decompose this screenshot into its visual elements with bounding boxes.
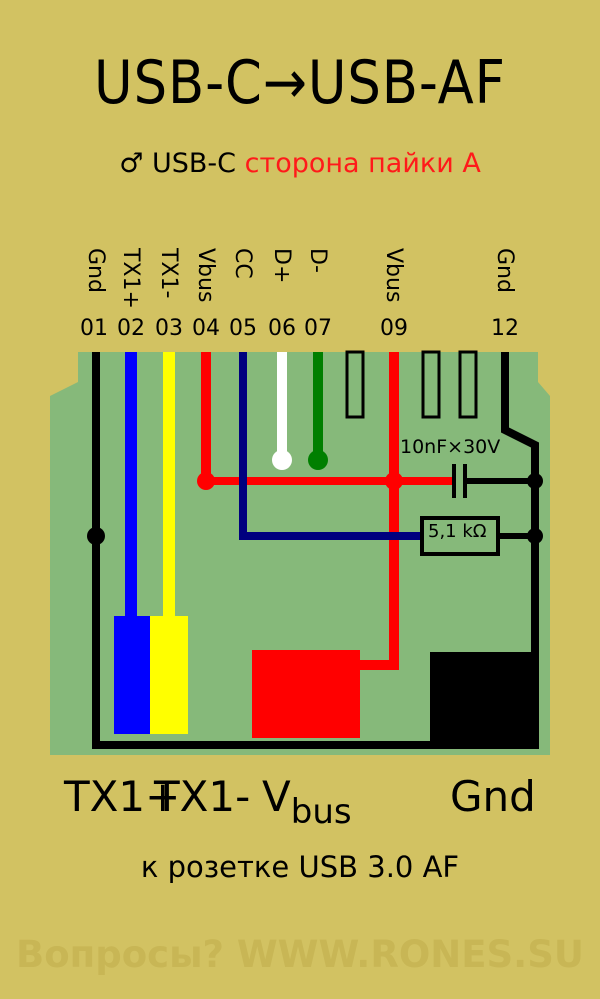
- pin-label-05: CC: [230, 248, 255, 279]
- bottom-label-tx1-plus: TX1+: [64, 772, 181, 821]
- pin-label-12: Gnd: [492, 248, 517, 293]
- vbus-pad: [252, 650, 360, 738]
- page-title: USB-C→USB-AF: [94, 48, 506, 118]
- pin-label-04: Vbus: [193, 248, 218, 303]
- pin-label-07: D-: [305, 248, 330, 273]
- footer-watermark: Вопросы? WWW.RONES.SU: [16, 933, 584, 976]
- vbus-junction-09: [385, 472, 403, 490]
- subtitle: ♂ USB-C сторона пайки A: [0, 148, 600, 179]
- bottom-label-vbus: Vbus: [262, 772, 352, 832]
- capacitor-gnd-junction: [527, 473, 543, 489]
- pin-num-09: 09: [380, 316, 408, 341]
- pin-num-03: 03: [155, 316, 183, 341]
- pad-10: [421, 350, 441, 419]
- bottom-label-gnd: Gnd: [450, 772, 536, 821]
- d-minus-end: [308, 450, 328, 470]
- pin-label-02: TX1+: [118, 248, 143, 309]
- bottom-label-tx1-minus: TX1-: [154, 772, 251, 821]
- vbus-09-trace: [358, 352, 399, 670]
- caption: к розетке USB 3.0 AF: [140, 850, 460, 884]
- male-symbol: ♂: [119, 148, 144, 179]
- gnd-pad: [430, 652, 539, 744]
- pin-num-05: 05: [229, 316, 257, 341]
- gnd-trace: [92, 352, 539, 749]
- pin-num-06: 06: [268, 316, 296, 341]
- gnd-junction-left: [87, 527, 105, 545]
- subtitle-red: сторона пайки A: [244, 148, 481, 179]
- subtitle-plain: USB-C: [152, 148, 237, 179]
- pin-label-09: Vbus: [381, 248, 406, 303]
- vbus-junction-04: [197, 472, 215, 490]
- pin-num-04: 04: [192, 316, 220, 341]
- pad-11: [458, 350, 478, 419]
- pad-08: [345, 350, 365, 419]
- resistor-gnd-junction: [527, 528, 543, 544]
- d-plus-end: [272, 450, 292, 470]
- vbus-main: V: [262, 772, 291, 821]
- pin-num-07: 07: [304, 316, 332, 341]
- capacitor-label: 10nF×30V: [400, 436, 501, 458]
- vbus-subscript: bus: [290, 792, 352, 832]
- pin-num-02: 02: [117, 316, 145, 341]
- cc-trace: [239, 352, 420, 540]
- tx1-minus-pad: [150, 616, 188, 734]
- pin-label-01: Gnd: [83, 248, 108, 293]
- pin-num-12: 12: [491, 316, 519, 341]
- pin-label-03: TX1-: [156, 248, 181, 299]
- tx1-plus-pad: [114, 616, 152, 734]
- pin-num-01: 01: [80, 316, 108, 341]
- resistor-label: 5,1 kΩ: [428, 521, 487, 542]
- pin-label-06: D+: [269, 248, 294, 284]
